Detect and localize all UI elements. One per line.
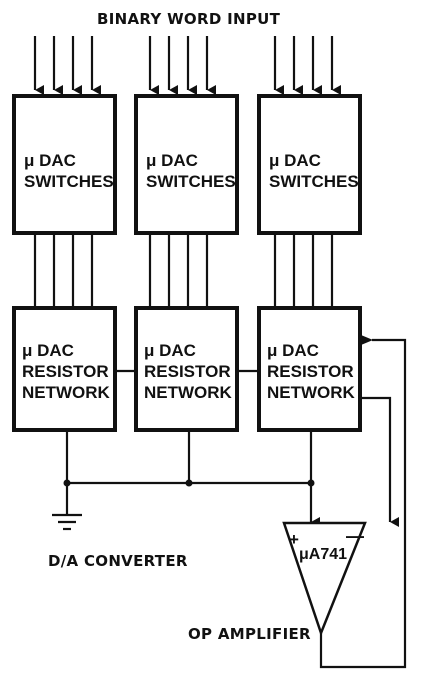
resistor-block-line1: μ DAC: [22, 341, 74, 360]
switch-block-text-2: μ DAC SWITCHES: [146, 150, 236, 192]
input-label: BINARY WORD INPUT: [97, 10, 281, 28]
op-amp-plus: +: [289, 530, 299, 549]
switch-block-2: [134, 94, 239, 235]
converter-label: D/A CONVERTER: [48, 552, 188, 570]
resistor-block-line2: RESISTOR: [22, 362, 109, 381]
resistor-block-text-3: μ DAC RESISTOR NETWORK: [267, 340, 355, 403]
bus-lines: [33, 233, 334, 308]
minus-input-arrow: [360, 396, 399, 527]
op-amp-minus: —: [346, 526, 364, 546]
junction-dots: [63, 479, 315, 487]
switch-block-line2: SWITCHES: [24, 172, 114, 191]
switch-block-line1: μ DAC: [269, 151, 321, 170]
switch-block-line2: SWITCHES: [269, 172, 359, 191]
resistor-block-2: [134, 306, 239, 432]
resistor-block-line2: RESISTOR: [144, 362, 231, 381]
resistor-block-line1: μ DAC: [267, 341, 319, 360]
ground-icon: [52, 513, 82, 531]
switch-block-1: [12, 94, 117, 235]
switch-block-line2: SWITCHES: [146, 172, 236, 191]
resistor-block-3: [257, 306, 362, 432]
resistor-block-line3: NETWORK: [22, 383, 110, 402]
resistor-block-line2: RESISTOR: [267, 362, 354, 381]
resistor-blocks: [12, 306, 362, 432]
switch-blocks: [12, 94, 362, 235]
amplifier-label: OP AMPLIFIER: [188, 625, 311, 643]
switch-block-line1: μ DAC: [146, 151, 198, 170]
resistor-block-text-2: μ DAC RESISTOR NETWORK: [144, 340, 232, 403]
switch-block-3: [257, 94, 362, 235]
resistor-block-line3: NETWORK: [144, 383, 232, 402]
switch-block-text-1: μ DAC SWITCHES: [24, 150, 114, 192]
resistor-block-text-1: μ DAC RESISTOR NETWORK: [22, 340, 110, 403]
resistor-block-1: [12, 306, 117, 432]
input-arrows: [33, 36, 341, 95]
op-amp-triangle: [282, 521, 367, 637]
resistor-block-line1: μ DAC: [144, 341, 196, 360]
op-amp-part-label: μA741: [299, 546, 347, 563]
switch-block-line1: μ DAC: [24, 151, 76, 170]
switch-block-text-3: μ DAC SWITCHES: [269, 150, 359, 192]
feedback-loop: [319, 335, 407, 669]
resistor-block-line3: NETWORK: [267, 383, 355, 402]
